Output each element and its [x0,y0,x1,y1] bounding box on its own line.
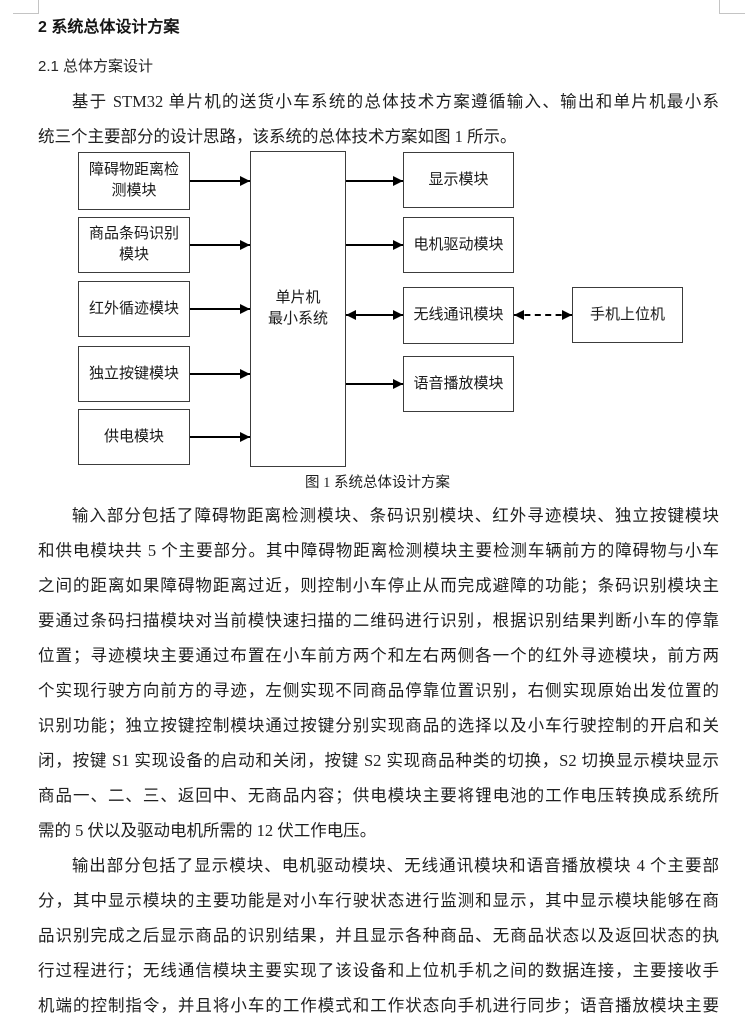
figure-node-barcode-recognition-module: 商品条码识别 模块 [78,217,190,273]
arrow-obstacle-to-mcu [190,176,250,186]
figure-node-infrared-tracking-module: 红外循迹模块 [78,281,190,337]
paragraph-1: 基于 STM32 单片机的送货小车系统的总体技术方案遵循输入、输出和单片机最小系… [38,84,719,154]
arrow-wireless-phone-dashed-bidirectional [514,310,572,320]
text-boundary-corner-top-left [13,0,39,14]
paragraph3-line-4: 行过程进行；无线通信模块主要实现了该设备和上位机手机之间的数据连接，主要接收手 [38,961,719,980]
figure-node-wireless-comm-module: 无线通讯模块 [403,287,514,344]
arrow-mcu-to-motor [346,240,403,250]
paragraph3-line-2: 分，其中显示模块的主要功能是对小车行驶状态进行监测和显示，其中显示模块能够在商 [38,891,719,910]
figure-caption: 图 1 系统总体设计方案 [305,475,450,491]
figure-node-mcu-minimum-system: 单片机 最小系统 [250,151,346,467]
system-block-diagram: 障碍物距离检 测模块 商品条码识别 模块 红外循迹模块 独立按键模块 供电模块 … [0,150,755,468]
figure-node-independent-key-module: 独立按键模块 [78,346,190,402]
paragraph2-line-1: 输入部分包括了障碍物距离检测模块、条码识别模块、红外寻迹模块、独立按键模块 [71,506,719,525]
figure-node-obstacle-distance-module: 障碍物距离检 测模块 [78,152,190,210]
arrow-barcode-to-mcu [190,240,250,250]
paragraph-3: 输出部分包括了显示模块、电机驱动模块、无线通讯模块和语音播放模块 4 个主要部 … [38,848,719,1023]
paragraph2-line-8: 闭，按键 S1 实现设备的启动和关闭，按键 S2 实现商品种类的切换，S2 切换… [38,751,719,770]
arrow-mcu-wireless-bidirectional [346,310,403,320]
paragraph2-line-3: 之间的距离如果障碍物距离过近，则控制小车停止从而完成避障的功能；条码识别模块主 [38,576,719,595]
paragraph3-line-1: 输出部分包括了显示模块、电机驱动模块、无线通讯模块和语音播放模块 4 个主要部 [71,856,719,875]
paragraph2-line-5: 位置；寻迹模块主要通过布置在小车前方两个和左右两侧各一个的红外寻迹模块，前方两 [38,646,719,665]
arrow-tracking-to-mcu [190,304,250,314]
paragraph2-line-6: 个实现行驶方向前方的寻迹，左侧实现不同商品停靠位置识别，右侧实现原始出发位置的 [38,681,719,700]
arrow-keys-to-mcu [190,369,250,379]
paragraph2-line-2: 和供电模块共 5 个主要部分。其中障碍物距离检测模块主要检测车辆前方的障碍物与小… [38,541,719,560]
arrow-power-to-mcu [190,432,250,442]
subsection-heading: 2.1 总体方案设计 [38,58,154,75]
figure-node-voice-playback-module: 语音播放模块 [403,356,514,412]
text-boundary-corner-top-right [719,0,745,14]
paragraph1-line-1: 基于 STM32 单片机的送货小车系统的总体技术方案遵循输入、输出和单片机最小系 [71,92,719,111]
paragraph3-line-5: 机端的控制指令，并且将小车的工作模式和工作状态向手机进行同步；语音播放模块主要 [38,996,719,1015]
paragraph3-line-3: 品识别完成之后显示商品的识别结果，并且显示各种商品、无商品状态以及返回状态的执 [38,926,719,945]
paragraph2-line-4: 要通过条码扫描模块对当前模快速扫描的二维码进行识别，根据识别结果判断小车的停靠 [38,611,719,630]
paragraph-2: 输入部分包括了障碍物距离检测模块、条码识别模块、红外寻迹模块、独立按键模块 和供… [38,498,719,848]
paragraph2-line-9: 商品一、二、三、返回中、无商品内容；供电模块主要将锂电池的工作电压转换成系统所 [38,786,719,805]
paragraph2-line-7: 识别功能；独立按键控制模块通过按键分别实现商品的选择以及小车行驶控制的开启和关 [38,716,719,735]
section-heading: 2 系统总体设计方案 [38,19,180,36]
figure-node-phone-host: 手机上位机 [572,287,683,343]
paragraph1-line-2: 统三个主要部分的设计思路，该系统的总体技术方案如图 1 所示。 [38,127,517,146]
paragraph2-line-10: 需的 5 伏以及驱动电机所需的 12 伏工作电压。 [38,821,377,840]
figure-node-power-supply-module: 供电模块 [78,409,190,465]
figure-node-motor-drive-module: 电机驱动模块 [403,217,514,273]
arrow-mcu-to-voice [346,379,403,389]
arrow-mcu-to-display [346,176,403,186]
figure-node-display-module: 显示模块 [403,152,514,208]
